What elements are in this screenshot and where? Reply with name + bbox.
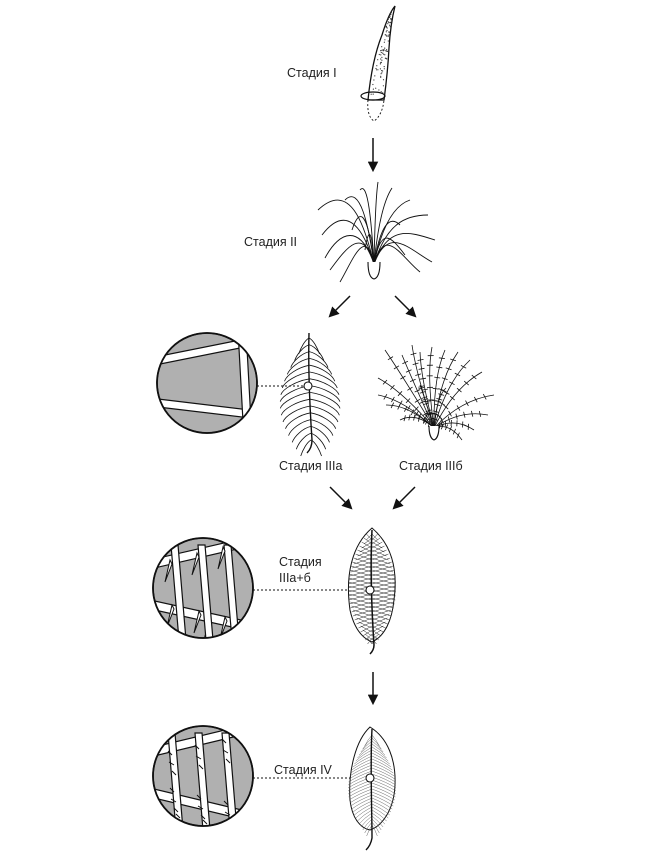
- stage3ab-lens: [152, 537, 254, 639]
- stage4-label: Стадия IV: [274, 763, 333, 777]
- arrow-2-to-3a: [328, 295, 351, 318]
- stage3b-tuft: [377, 344, 495, 441]
- stage3a-feather: [279, 332, 341, 457]
- arrow-3a-to-3ab: [329, 486, 353, 510]
- arrow-2-to-3b: [394, 295, 417, 318]
- stage3ab-feather: [347, 527, 397, 655]
- stage1-filament: [360, 5, 396, 122]
- stage1-label: Стадия I: [287, 66, 337, 80]
- stage3a-lens: [156, 332, 258, 434]
- arrow-3b-to-3ab: [392, 486, 416, 510]
- stage2-label: Стадия II: [244, 235, 297, 249]
- stage2-tuft: [317, 181, 436, 283]
- stage4-feather: [347, 726, 397, 851]
- stage3ab-label-line2: IIIa+б: [279, 571, 311, 585]
- stage3ab-label-line1: Стадия: [279, 555, 322, 569]
- stage4-lens: [152, 725, 254, 827]
- stage3b-label: Стадия IIIб: [399, 459, 463, 473]
- stage3a-label: Стадия IIIa: [279, 459, 343, 473]
